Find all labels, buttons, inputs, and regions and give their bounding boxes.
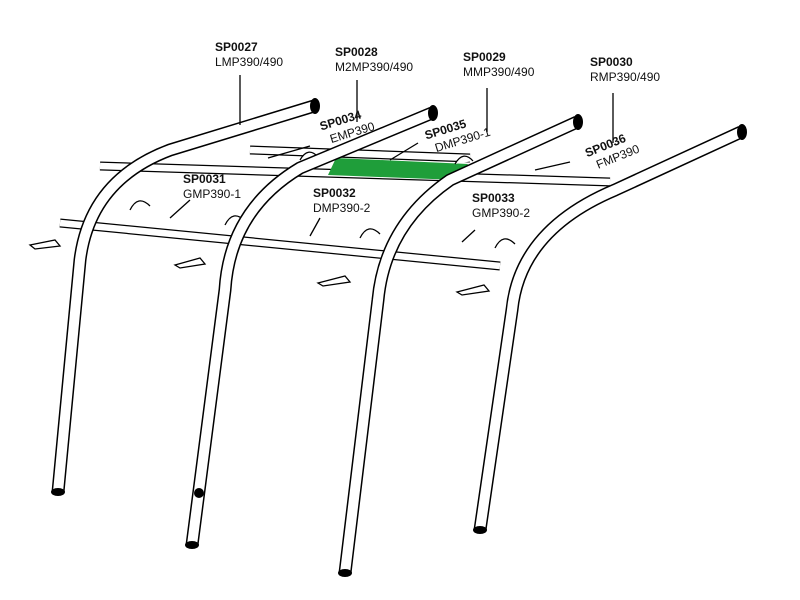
label-code: SP0032 — [313, 186, 356, 200]
label-part: DMP390-2 — [313, 201, 371, 215]
label-code: SP0029 — [463, 50, 506, 64]
leader-lines — [169, 75, 614, 243]
label-part: M2MP390/490 — [335, 60, 414, 74]
highlighted-bar-sp0035 — [328, 158, 468, 180]
brackets — [28, 151, 516, 296]
label-part: GMP390-1 — [183, 187, 242, 201]
label-code: SP0033 — [472, 191, 515, 205]
pole-end-caps — [51, 98, 747, 577]
label-code: SP0030 — [590, 55, 633, 69]
label-part: LMP390/490 — [215, 55, 284, 69]
label-part: MMP390/490 — [463, 65, 535, 79]
label-code: SP0027 — [215, 40, 258, 54]
label-code: SP0031 — [183, 172, 226, 186]
label-part: RMP390/490 — [590, 70, 661, 84]
label-code: SP0028 — [335, 45, 378, 59]
label-part: GMP390-2 — [472, 206, 531, 220]
poles — [51, 99, 744, 574]
